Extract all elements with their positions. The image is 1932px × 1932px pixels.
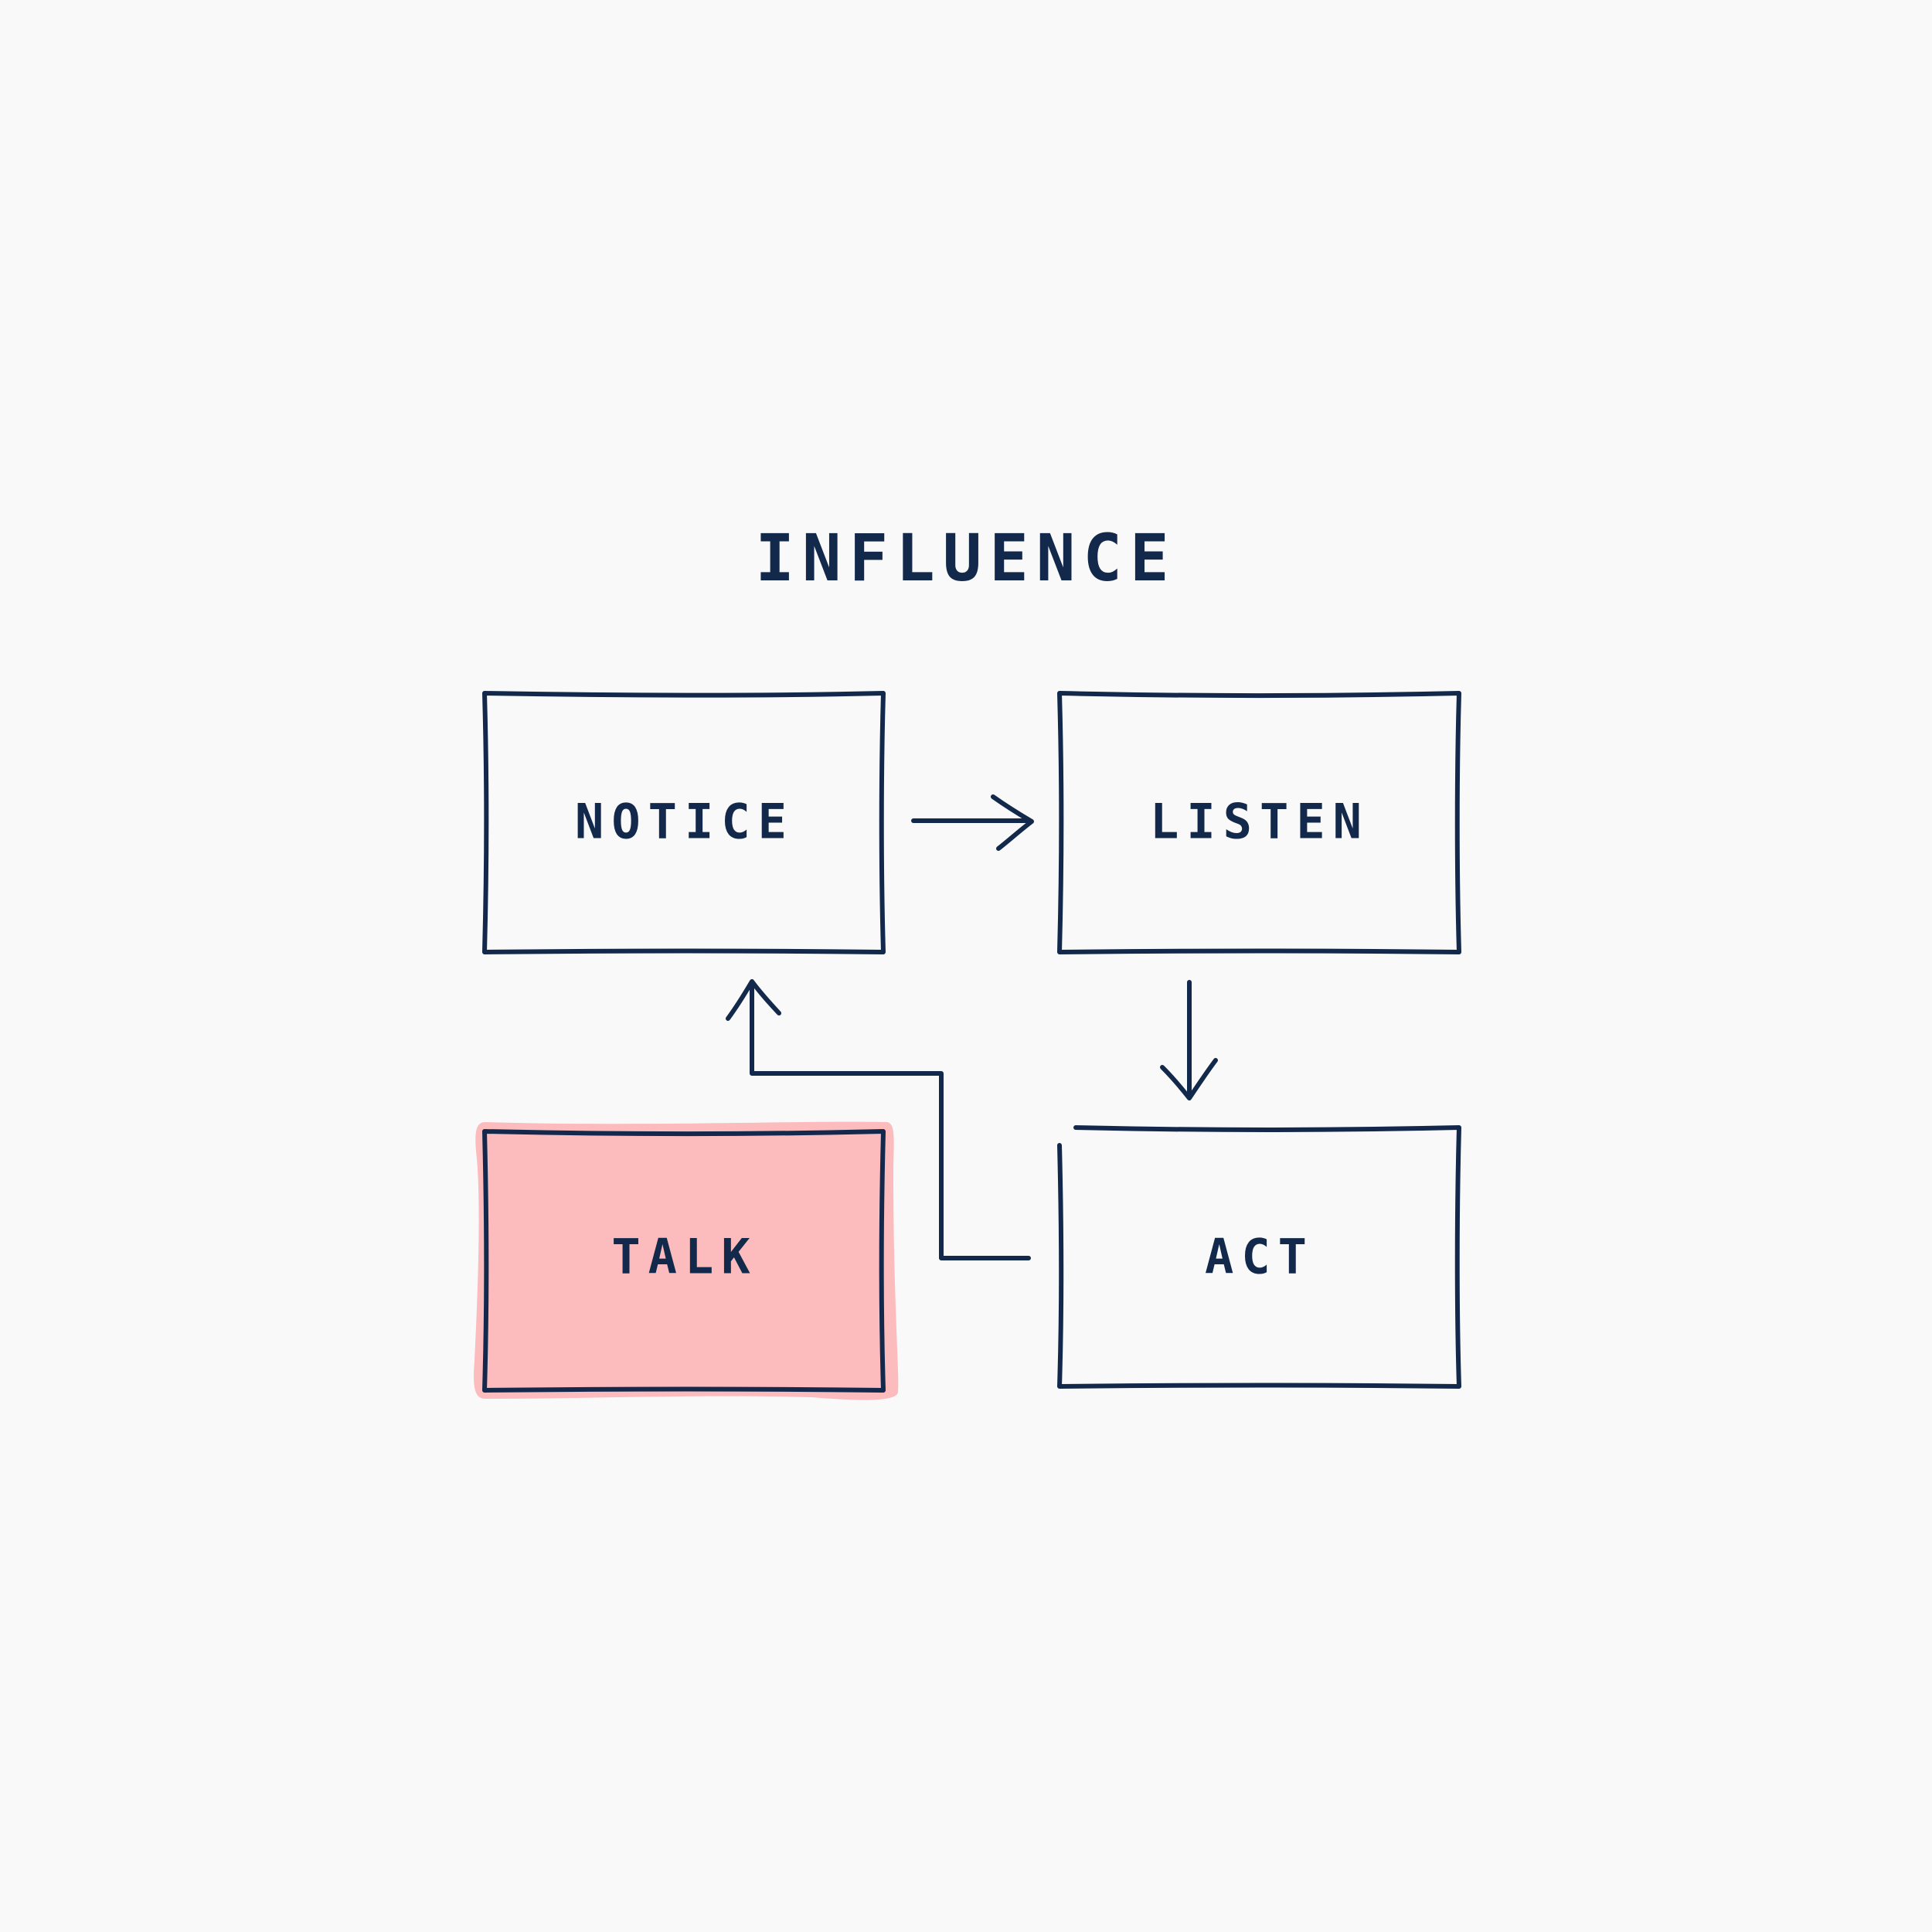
arrow-listen-to-act bbox=[1160, 980, 1218, 1100]
act-label: ACT bbox=[1205, 1229, 1315, 1285]
node-talk: TALK bbox=[482, 1129, 886, 1393]
talk-box bbox=[482, 1129, 886, 1393]
notice-box bbox=[482, 691, 886, 954]
listen-box bbox=[1057, 691, 1461, 954]
talk-highlight bbox=[474, 1121, 899, 1400]
node-act: ACT bbox=[1057, 1125, 1461, 1389]
talk-label: TALK bbox=[611, 1229, 757, 1285]
act-box bbox=[1057, 1125, 1461, 1389]
arrow-notice-to-listen bbox=[911, 794, 1034, 851]
node-notice: NOTICE bbox=[482, 691, 886, 954]
diagram-title: INFLUENCE bbox=[755, 520, 1176, 596]
node-listen: LISTEN bbox=[1057, 691, 1461, 954]
listen-label: LISTEN bbox=[1150, 794, 1369, 850]
notice-label: NOTICE bbox=[575, 794, 794, 850]
arrow-act-to-notice bbox=[726, 979, 1031, 1260]
